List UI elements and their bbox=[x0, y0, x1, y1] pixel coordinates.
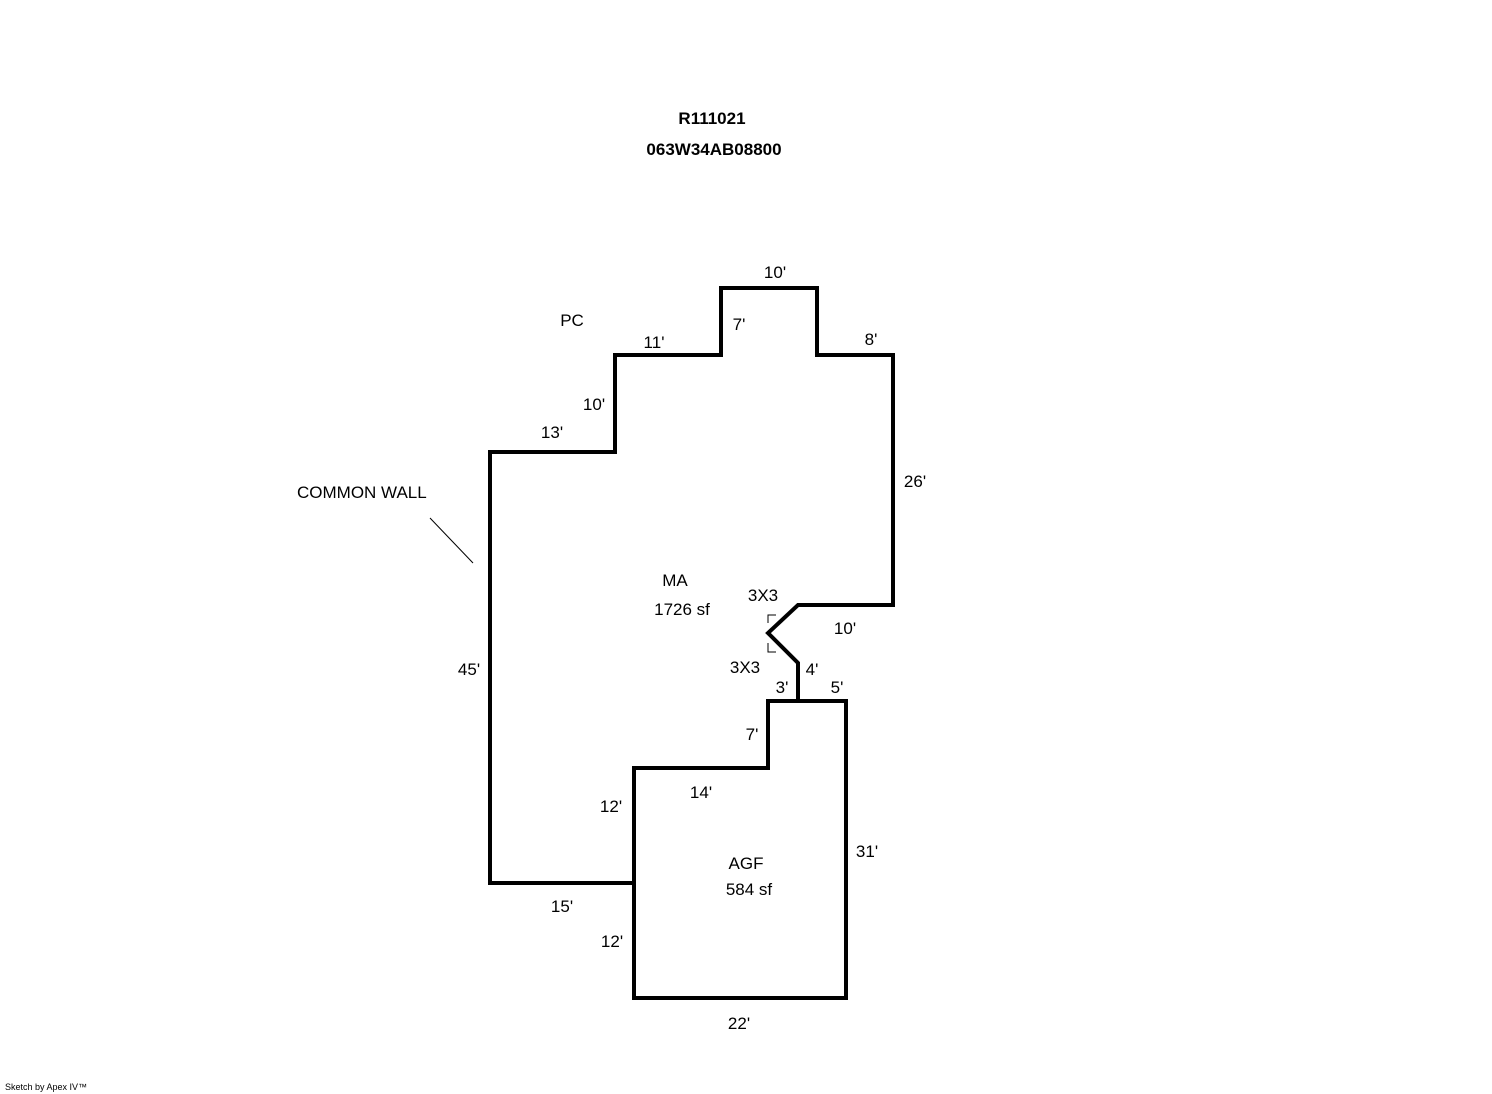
dim-left-side: 45' bbox=[458, 660, 480, 679]
notch-bracket-bottom bbox=[767, 643, 776, 653]
dim-right-step: 8' bbox=[865, 330, 878, 349]
dim-top-left-riser: 7' bbox=[733, 315, 746, 334]
dim-notch-run: 10' bbox=[834, 619, 856, 638]
dim-agf-left-lower: 12' bbox=[601, 932, 623, 951]
notch-top-label: 3X3 bbox=[748, 586, 778, 605]
dim-right-side: 26' bbox=[904, 472, 926, 491]
agf-outline bbox=[632, 699, 848, 1000]
dim-mid-riser: 10' bbox=[583, 395, 605, 414]
dim-agf-top: 5' bbox=[831, 678, 844, 697]
agf-label: AGF bbox=[729, 854, 764, 873]
parcel-id: R111021 bbox=[678, 109, 745, 128]
dim-agf-right: 31' bbox=[856, 842, 878, 861]
dim-upper-left-step: 11' bbox=[644, 333, 665, 352]
notch-bracket-top bbox=[767, 614, 776, 623]
common-wall-label: COMMON WALL bbox=[297, 483, 427, 502]
dim-left-step: 13' bbox=[541, 423, 563, 442]
dim-link: 3' bbox=[776, 678, 789, 697]
dim-notch-drop: 4' bbox=[806, 660, 819, 679]
dim-top: 10' bbox=[764, 263, 786, 282]
dim-agf-step: 14' bbox=[690, 783, 712, 802]
dim-ma-bottom: 15' bbox=[551, 897, 573, 916]
agf-area: 584 sf bbox=[726, 880, 773, 899]
dim-agf-riser: 7' bbox=[746, 725, 759, 744]
ma-label: MA bbox=[662, 571, 688, 590]
notch-bottom-label: 3X3 bbox=[730, 658, 760, 677]
dim-agf-left-upper: 12' bbox=[600, 797, 622, 816]
dim-agf-bottom: 22' bbox=[728, 1014, 750, 1033]
ma-area: 1726 sf bbox=[654, 600, 710, 619]
common-wall-arrow bbox=[429, 517, 474, 564]
map-number: 063W34AB08800 bbox=[646, 140, 781, 159]
footer-credit: Sketch by Apex IV™ bbox=[5, 1082, 87, 1092]
ma-outline bbox=[488, 286, 895, 885]
pc-label: PC bbox=[560, 311, 584, 330]
